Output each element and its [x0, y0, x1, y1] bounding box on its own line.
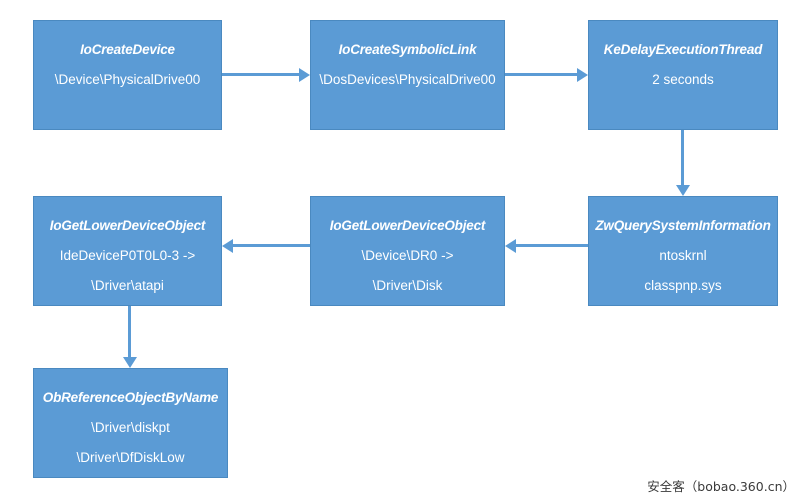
node-io-get-lower-device-object-atapi[interactable]: IoGetLowerDeviceObject IdeDeviceP0T0L0-3…: [33, 196, 222, 306]
arrow-head-down: [675, 185, 690, 196]
node-title: IoCreateSymbolicLink: [338, 42, 477, 57]
node-line: 2 seconds: [652, 71, 714, 87]
node-title: ZwQuerySystemInformation: [595, 218, 771, 233]
connector-delay-execution-to-zw-query: [681, 130, 684, 185]
node-ob-reference-object-by-name[interactable]: ObReferenceObjectByName \Driver\diskpt \…: [33, 368, 228, 478]
connector-create-device-to-symbolic-link: [222, 73, 299, 76]
watermark: 安全客（bobao.360.cn）: [647, 479, 795, 494]
node-io-create-symbolic-link[interactable]: IoCreateSymbolicLink \DosDevices\Physica…: [310, 20, 505, 130]
node-line: \DosDevices\PhysicalDrive00: [319, 71, 496, 87]
arrow-head-right: [577, 67, 588, 82]
arrow-head-right: [299, 67, 310, 82]
connector-lower-device-disk-to-atapi: [233, 244, 310, 247]
node-title: ObReferenceObjectByName: [42, 390, 219, 405]
node-line: classpnp.sys: [644, 277, 722, 293]
node-title: KeDelayExecutionThread: [603, 42, 763, 57]
node-title: IoGetLowerDeviceObject: [329, 218, 486, 233]
node-line: \Driver\atapi: [91, 277, 164, 293]
connector-zw-query-to-lower-device-disk: [516, 244, 588, 247]
node-line: ntoskrnl: [659, 247, 707, 263]
node-line: \Driver\Disk: [372, 277, 443, 293]
connector-symbolic-link-to-delay-execution: [505, 73, 577, 76]
node-ke-delay-execution-thread[interactable]: KeDelayExecutionThread 2 seconds: [588, 20, 778, 130]
node-line: \Device\PhysicalDrive00: [54, 71, 201, 87]
node-line: \Driver\diskpt: [91, 419, 170, 435]
connector-lower-device-atapi-to-ob-reference: [128, 306, 131, 357]
arrow-head-left: [505, 238, 516, 253]
node-line: IdeDeviceP0T0L0-3 ->: [59, 247, 196, 263]
node-line: \Device\DR0 ->: [361, 247, 454, 263]
node-line: \Driver\DfDiskLow: [76, 449, 185, 465]
node-zw-query-system-information[interactable]: ZwQuerySystemInformation ntoskrnl classp…: [588, 196, 778, 306]
node-io-get-lower-device-object-disk[interactable]: IoGetLowerDeviceObject \Device\DR0 -> \D…: [310, 196, 505, 306]
arrow-head-left: [222, 238, 233, 253]
node-title: IoCreateDevice: [80, 42, 175, 57]
arrow-head-down: [122, 357, 137, 368]
node-title: IoGetLowerDeviceObject: [49, 218, 206, 233]
node-io-create-device[interactable]: IoCreateDevice \Device\PhysicalDrive00: [33, 20, 222, 130]
